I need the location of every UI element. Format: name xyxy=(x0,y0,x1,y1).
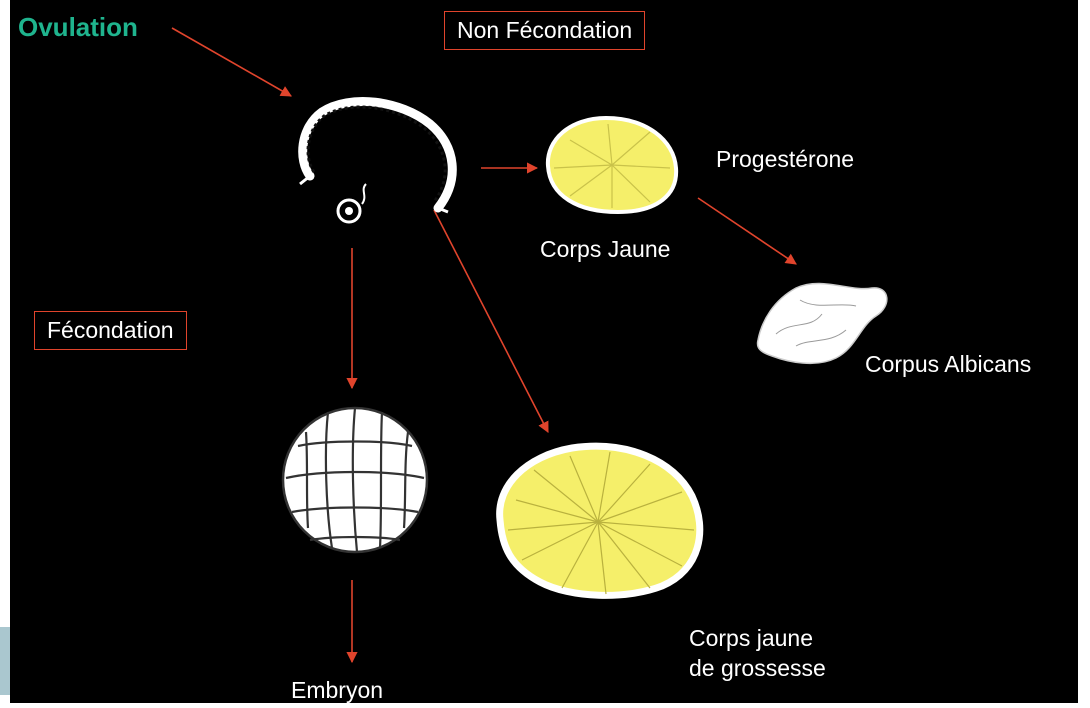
arrow-corps-jaune-to-albicans xyxy=(698,198,796,264)
ovocyte-icon xyxy=(338,184,366,222)
label-progesterone: Progestérone xyxy=(716,146,854,173)
label-corps-jaune: Corps Jaune xyxy=(540,236,670,263)
arrow-ovulation-to-follicle xyxy=(172,28,291,96)
ruptured-follicle-icon xyxy=(300,102,452,212)
corps-jaune-grossesse-icon xyxy=(500,446,700,595)
label-fecondation: Fécondation xyxy=(34,311,187,350)
arrow-follicle-to-corps-jaune-grossesse xyxy=(434,210,548,432)
label-corpus-albicans: Corpus Albicans xyxy=(865,351,1031,378)
label-non-fecondation: Non Fécondation xyxy=(444,11,645,50)
label-corps-jaune-grossesse-line1: Corps jaune xyxy=(689,625,813,652)
slide: Ovulation Non Fécondation Fécondation Pr… xyxy=(10,0,1078,703)
corps-jaune-icon xyxy=(548,118,676,212)
label-embryon: Embryon xyxy=(291,677,383,703)
embryo-morula-icon xyxy=(283,408,427,552)
label-corps-jaune-grossesse-line2: de grossesse xyxy=(689,655,826,682)
title-ovulation: Ovulation xyxy=(18,14,138,41)
